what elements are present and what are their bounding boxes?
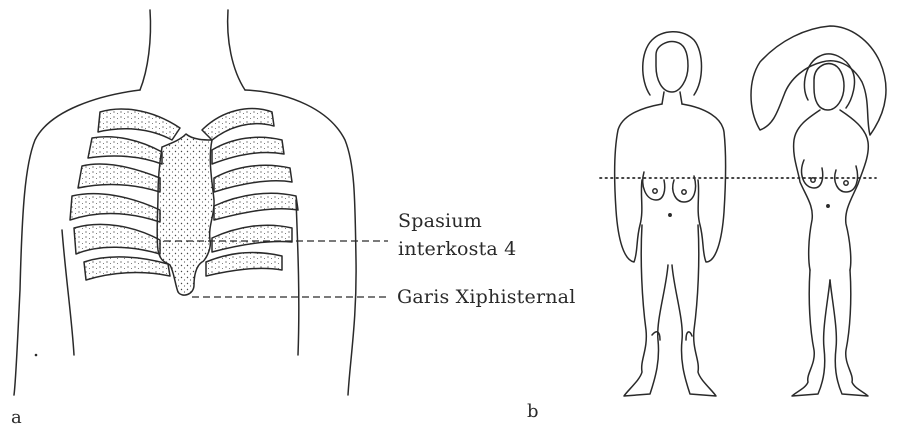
rib-right-5 <box>212 225 292 252</box>
figure1-neck <box>662 92 682 104</box>
figure1-face <box>656 42 688 92</box>
rib-right-2 <box>212 137 284 164</box>
arm-right-inner <box>296 200 299 355</box>
figure1-breast-left <box>643 172 665 200</box>
neck-left-line <box>140 10 151 90</box>
figure1-right-leg <box>672 225 716 396</box>
figure2-hair <box>804 54 854 108</box>
label-intercostal-space-line2: interkosta 4 <box>398 239 516 259</box>
rib-right-4 <box>214 193 298 220</box>
figure1-breast-right <box>673 176 696 202</box>
figure2-breast-left <box>802 160 823 188</box>
panel-b-figures <box>615 26 886 396</box>
figure1-left-leg <box>624 225 668 396</box>
rib-left-2 <box>88 137 162 164</box>
rib-left-1 <box>98 109 180 140</box>
neck-right-line <box>228 10 245 90</box>
figure2-breast-right <box>835 166 858 192</box>
panel-a-letter: a <box>11 407 22 428</box>
figure2-right-leg <box>830 270 868 396</box>
panel-b-letter: b <box>527 401 539 422</box>
figure2-face <box>814 64 844 110</box>
figure2-left-leg <box>792 270 830 396</box>
arm-left-inner <box>62 230 74 355</box>
rib-left-3 <box>78 164 160 192</box>
rib-right-1 <box>202 109 274 140</box>
label-intercostal-space-line1: Spasium <box>398 211 482 231</box>
figure2-left-side <box>794 110 820 270</box>
figure2-arms <box>751 26 886 135</box>
label-xiphisternal-line: Garis Xiphisternal <box>397 287 576 307</box>
figure-arms-raised <box>751 26 886 396</box>
figure-arms-down <box>615 32 726 396</box>
figure2-right-side <box>840 110 868 270</box>
rib-left-5 <box>74 224 160 254</box>
panel-a-chest <box>14 10 356 395</box>
rib-left-6 <box>84 257 170 280</box>
rib-right-3 <box>214 165 292 192</box>
stray-mark <box>35 354 38 357</box>
figure1-left-side <box>615 104 662 262</box>
rib-left-4 <box>70 194 160 222</box>
figure1-right-side <box>682 104 726 262</box>
rib-right-6 <box>206 253 282 276</box>
